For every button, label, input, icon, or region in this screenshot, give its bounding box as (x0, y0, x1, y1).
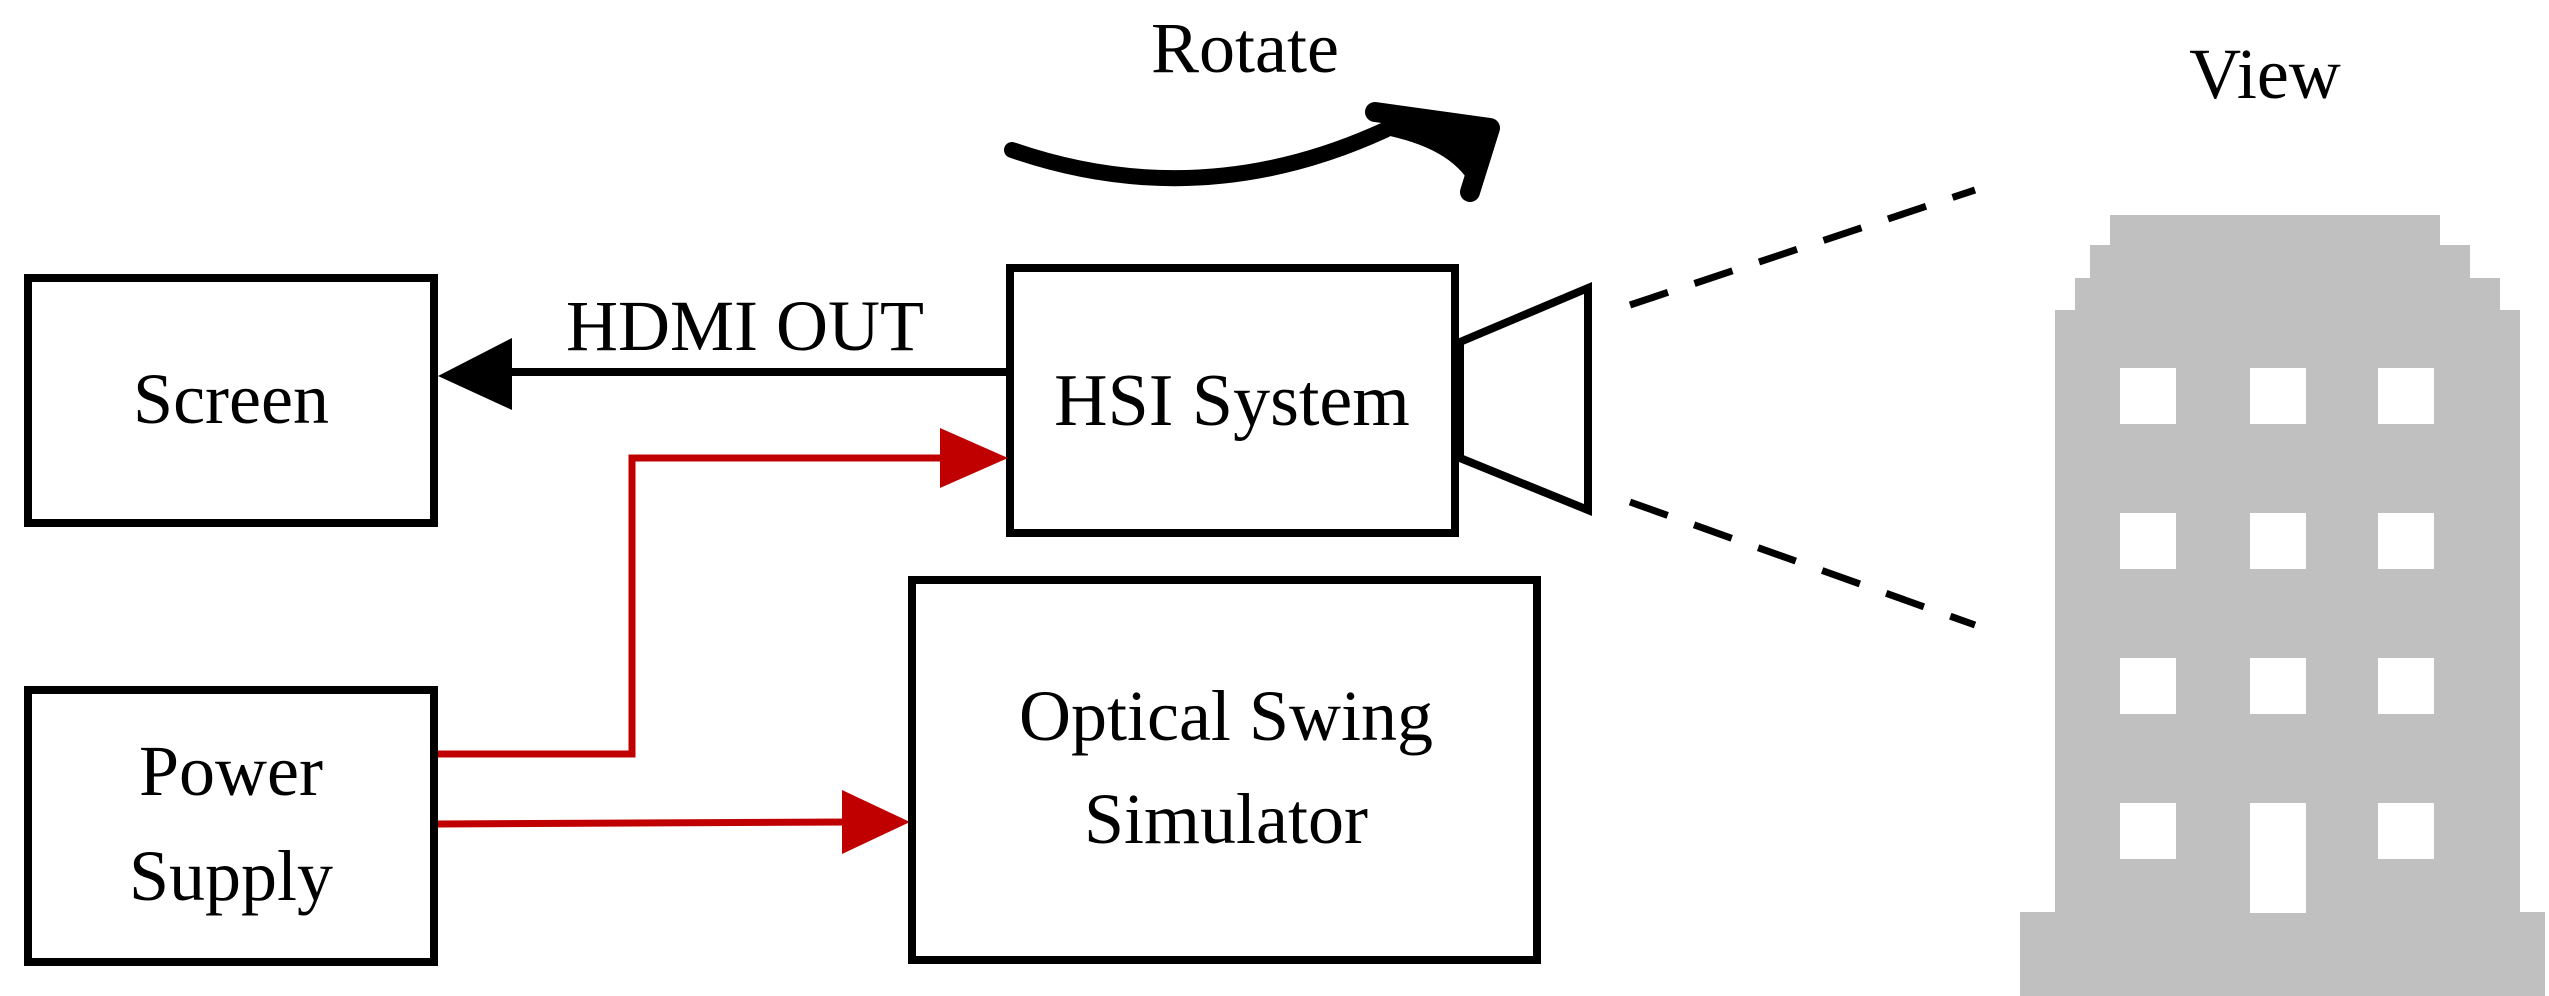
power-supply-label-line1: Power (139, 731, 323, 811)
rotation-arrow-icon (1004, 102, 1500, 202)
field-of-view-lines (1628, 186, 1977, 629)
power-supply-box (24, 686, 438, 966)
screen-label: Screen (133, 359, 329, 439)
power-supply-label-line2: Supply (129, 836, 333, 916)
camera-lens-icon (1456, 281, 1592, 516)
rotate-label: Rotate (1151, 8, 1339, 88)
simulator-label-line1: Optical Swing (1019, 676, 1433, 756)
power-line-to-hsi (438, 428, 1008, 758)
view-label: View (2189, 34, 2341, 114)
hdmi-out-arrow (438, 338, 1010, 410)
optical-swing-simulator-box (908, 576, 1541, 964)
hsi-system-label: HSI System (1054, 360, 1410, 442)
power-line-to-simulator (437, 790, 910, 854)
screen-box (24, 274, 438, 527)
building-icon (2020, 215, 2545, 996)
hdmi-out-label: HDMI OUT (566, 286, 924, 366)
simulator-label-line2: Simulator (1084, 779, 1368, 859)
hsi-system-box (1006, 264, 1459, 537)
